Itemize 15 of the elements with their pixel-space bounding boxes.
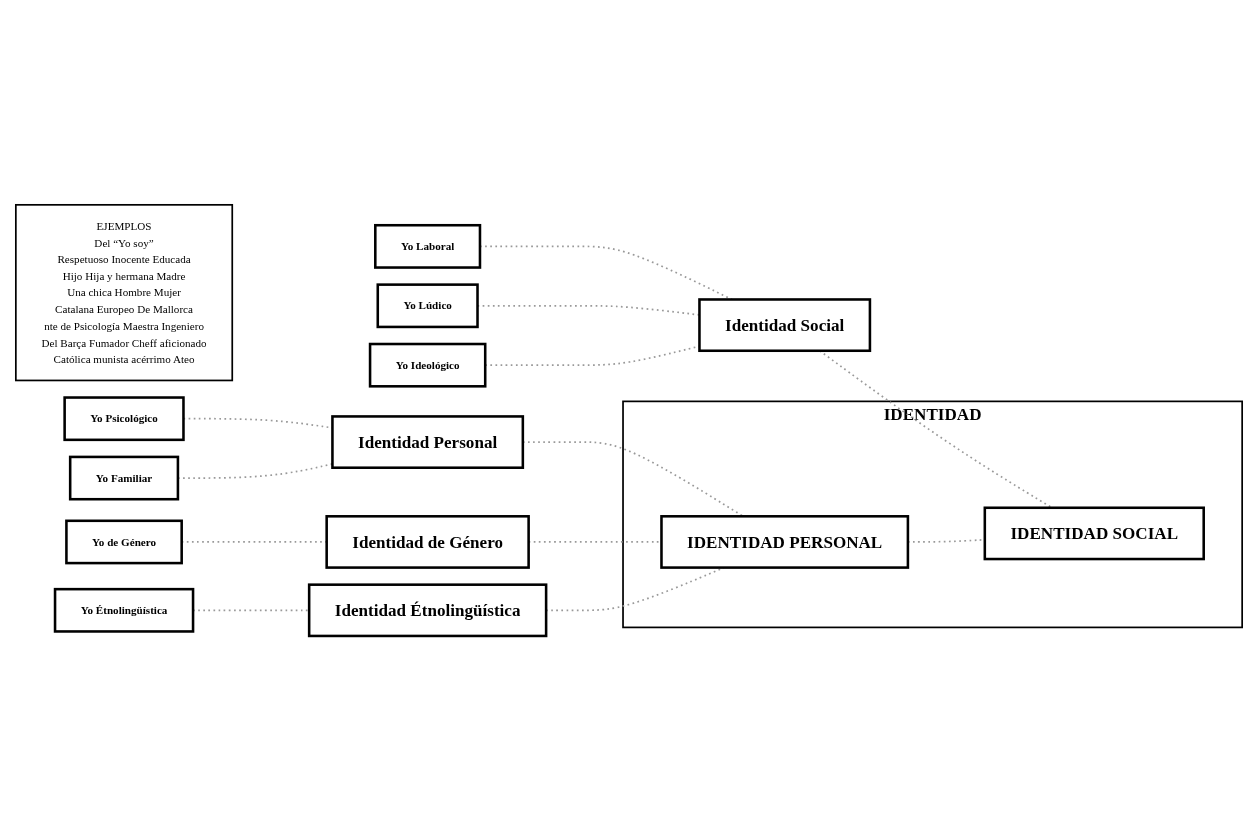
node-box: Identidad de Género [324,514,530,569]
node-box: Yo Lúdico [376,282,479,328]
node-box: Identidad Social [697,297,871,352]
connector [191,609,310,611]
node-box: Yo Ideológico [368,342,486,388]
node-box: Yo Laboral [373,223,481,269]
node-box: Identidad Étnolingüística [307,583,547,637]
node-box: Yo Étnolingüística [53,587,194,633]
node-box: IDENTIDAD PERSONAL [659,514,909,569]
node-box: Identidad Personal [330,414,524,469]
node-box: Yo de Género [64,519,183,564]
node-box: Yo Psicológico [62,395,185,441]
node-box: Yo Familiar [68,455,179,501]
node-box: IDENTIDAD SOCIAL [983,506,1205,560]
node-box: EJEMPLOS Del “Yo soy” Respetuoso Inocente Educada Hijo Hija y hermana Madre Una chica Hombre Mujer Catalana Europeo De Mallorca nte de Psicología Maestra Ingeniero Del Barça Fumador Cheff aficionado Católica munista acérrimo Ateo [14,203,233,381]
